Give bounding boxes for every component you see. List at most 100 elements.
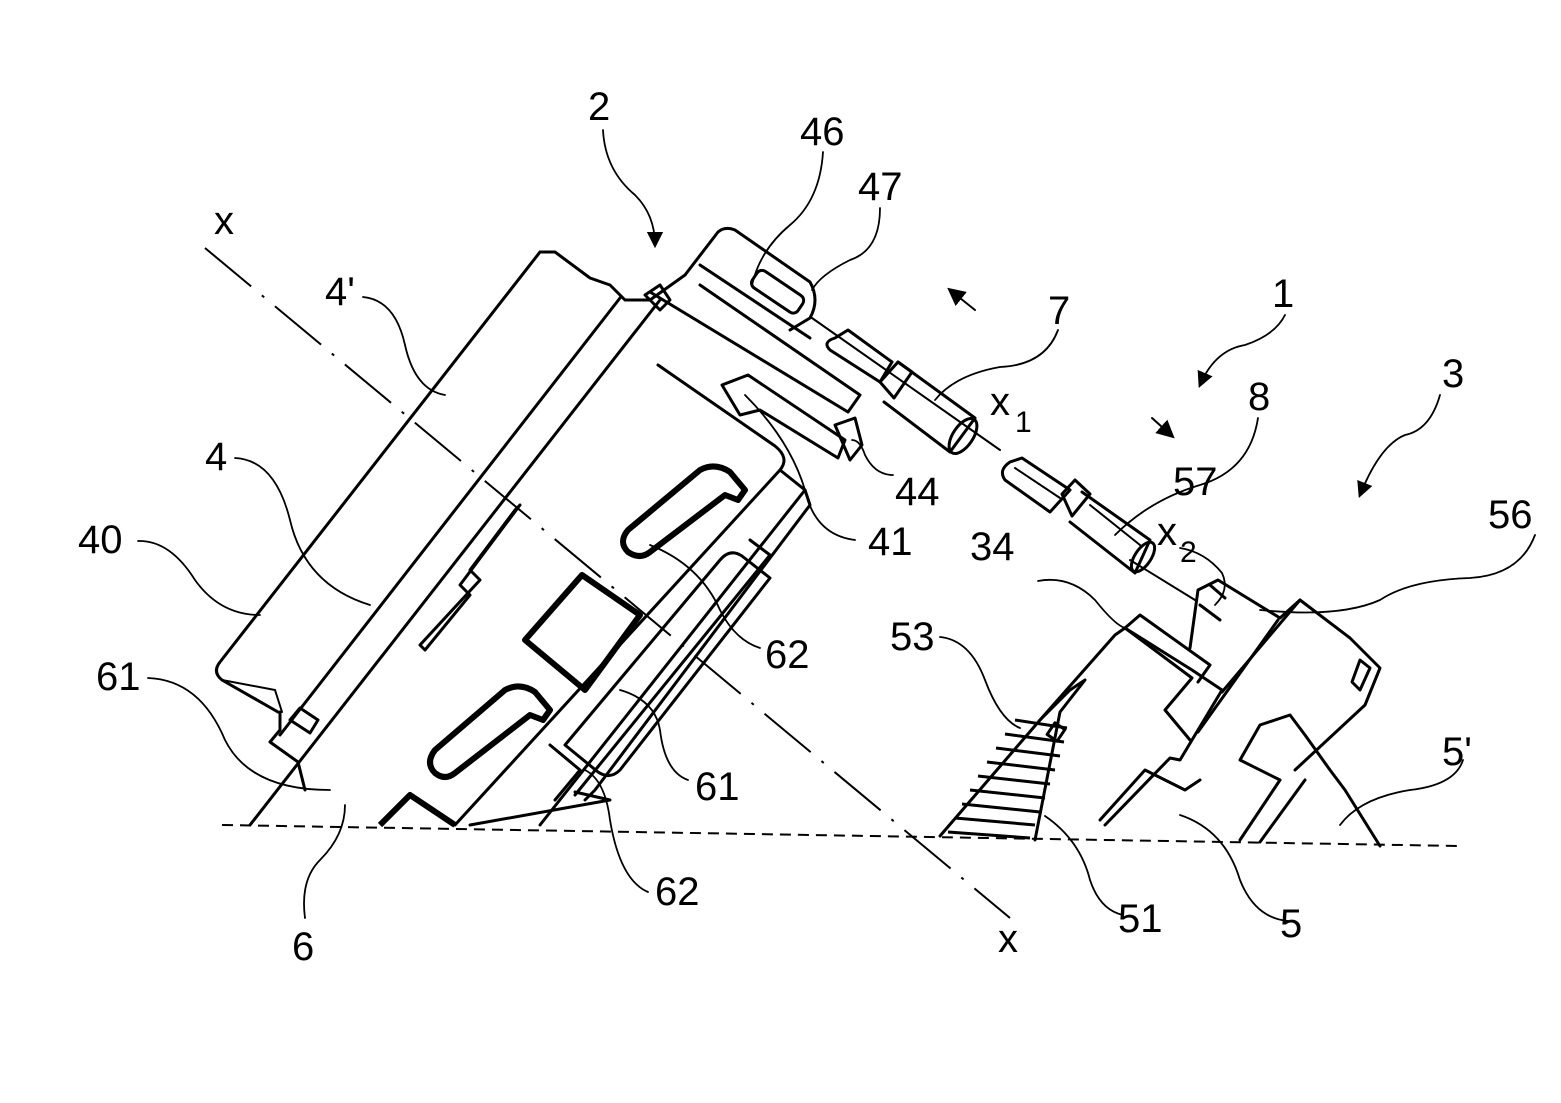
ref-numeral-4prime: 4' (325, 270, 355, 314)
latch-5prime (1238, 713, 1382, 848)
body-5-mid (1103, 626, 1224, 827)
leader-6 (303, 804, 346, 919)
leader-61b (619, 689, 689, 781)
body-rail-3 (573, 538, 772, 797)
body-front-edge (248, 298, 662, 827)
section-baseline (221, 824, 1461, 847)
ref-numeral-41: 41 (868, 520, 913, 564)
body-5-left (1038, 626, 1194, 742)
guide-foot (548, 743, 582, 802)
cover-outer-edge (215, 250, 542, 714)
pin-7 (825, 328, 979, 455)
leader-47 (811, 207, 881, 291)
head-notch (1350, 658, 1372, 692)
ref-numeral-1: 1 (1272, 272, 1294, 316)
latch-5prime-inner (1258, 778, 1307, 844)
ref-numeral-62-lower: 62 (655, 870, 700, 914)
ref-numeral-57: 57 (1173, 460, 1218, 504)
ref-numeral-6: 6 (292, 925, 314, 969)
leader-46 (751, 151, 824, 286)
leader-56 (1259, 534, 1536, 614)
leader-62a (649, 544, 761, 649)
leader-arrow-3 (1357, 394, 1441, 499)
axis-label-x1-subscript: 1 (1015, 406, 1032, 439)
leader-4prime (362, 296, 446, 396)
leader-53 (939, 636, 1021, 729)
ref-numeral-61-left: 61 (96, 655, 141, 699)
leader-5 (1179, 814, 1289, 922)
body-window-1 (522, 572, 643, 693)
main-axis-line (204, 247, 1011, 919)
ref-numeral-62-upper: 62 (765, 633, 810, 677)
ref-numeral-53: 53 (890, 615, 935, 659)
leader-34 (1037, 578, 1126, 629)
head-divider (1196, 618, 1280, 734)
leader-5prime (1339, 759, 1464, 826)
cover-latch-tab (288, 706, 320, 735)
spring-latch-lower (427, 683, 553, 780)
grip-hatching (947, 718, 1068, 840)
cover-bevel (221, 679, 283, 713)
ref-numeral-61-right: 61 (695, 765, 740, 809)
right-housing (938, 578, 1382, 848)
leader-57 (1179, 547, 1226, 606)
leader-44 (851, 439, 894, 476)
pin7-shaft (882, 360, 977, 454)
leader-8 (1114, 417, 1259, 536)
head-block-46 (683, 226, 817, 332)
axis-label-x2: x (1157, 510, 1177, 554)
leader-arrow-1 (1197, 314, 1286, 388)
axis-label-x-top: x (214, 199, 234, 243)
pin7-axis-line (811, 317, 1001, 451)
leader-62b (584, 769, 649, 893)
guide-61 (563, 551, 772, 777)
contact-41 (720, 373, 847, 460)
spring-latch-upper (620, 463, 748, 559)
ref-numeral-8: 8 (1248, 375, 1270, 419)
pin8-shaft (1068, 490, 1152, 575)
head-block-arm (648, 283, 862, 414)
ref-numeral-40: 40 (78, 518, 123, 562)
ref-numeral-56: 56 (1488, 493, 1533, 537)
cover-top-edge (538, 250, 652, 302)
axis-label-x2-subscript: 2 (1180, 536, 1197, 569)
leader-51 (1044, 815, 1124, 916)
pin7-head (825, 328, 894, 384)
cover-latch (268, 710, 307, 792)
pin8-end (1129, 540, 1157, 574)
pin7-end (947, 417, 979, 455)
leader-arrow-2 (602, 129, 664, 249)
bore-47 (750, 268, 806, 315)
leader-40 (137, 540, 261, 616)
grip-51 (938, 678, 1087, 842)
ref-numeral-3: 3 (1442, 352, 1464, 396)
pin8-flute-2 (1089, 504, 1141, 546)
ref-numeral-2: 2 (588, 85, 610, 129)
leader-41 (744, 394, 856, 541)
body-window-2 (377, 792, 457, 828)
ref-numeral-5prime: 5' (1442, 730, 1472, 774)
head-divider-2 (1220, 598, 1302, 694)
axis-label-x-bottom: x (998, 917, 1018, 961)
left-housing (215, 226, 864, 828)
cover-inner-edge (278, 296, 622, 737)
head-block-lower-edge (698, 263, 812, 340)
ref-numeral-34: 34 (970, 525, 1015, 569)
window-53 (1045, 721, 1067, 743)
body-step-slot (418, 503, 522, 652)
pin-8 (1000, 456, 1157, 575)
slot-57 (1198, 583, 1227, 622)
pin8-collar (1060, 478, 1092, 518)
pin8-axis-line (1129, 559, 1196, 601)
ref-numeral-7: 7 (1048, 289, 1070, 333)
ref-numeral-47: 47 (858, 165, 903, 209)
body-5-step (1098, 768, 1202, 822)
ref-numeral-44: 44 (895, 470, 940, 514)
head-hook (643, 283, 672, 312)
nose-34 (1123, 613, 1212, 684)
arrow-up-left (947, 287, 976, 311)
pin8-head (1000, 456, 1072, 514)
leader-7 (934, 329, 1059, 401)
